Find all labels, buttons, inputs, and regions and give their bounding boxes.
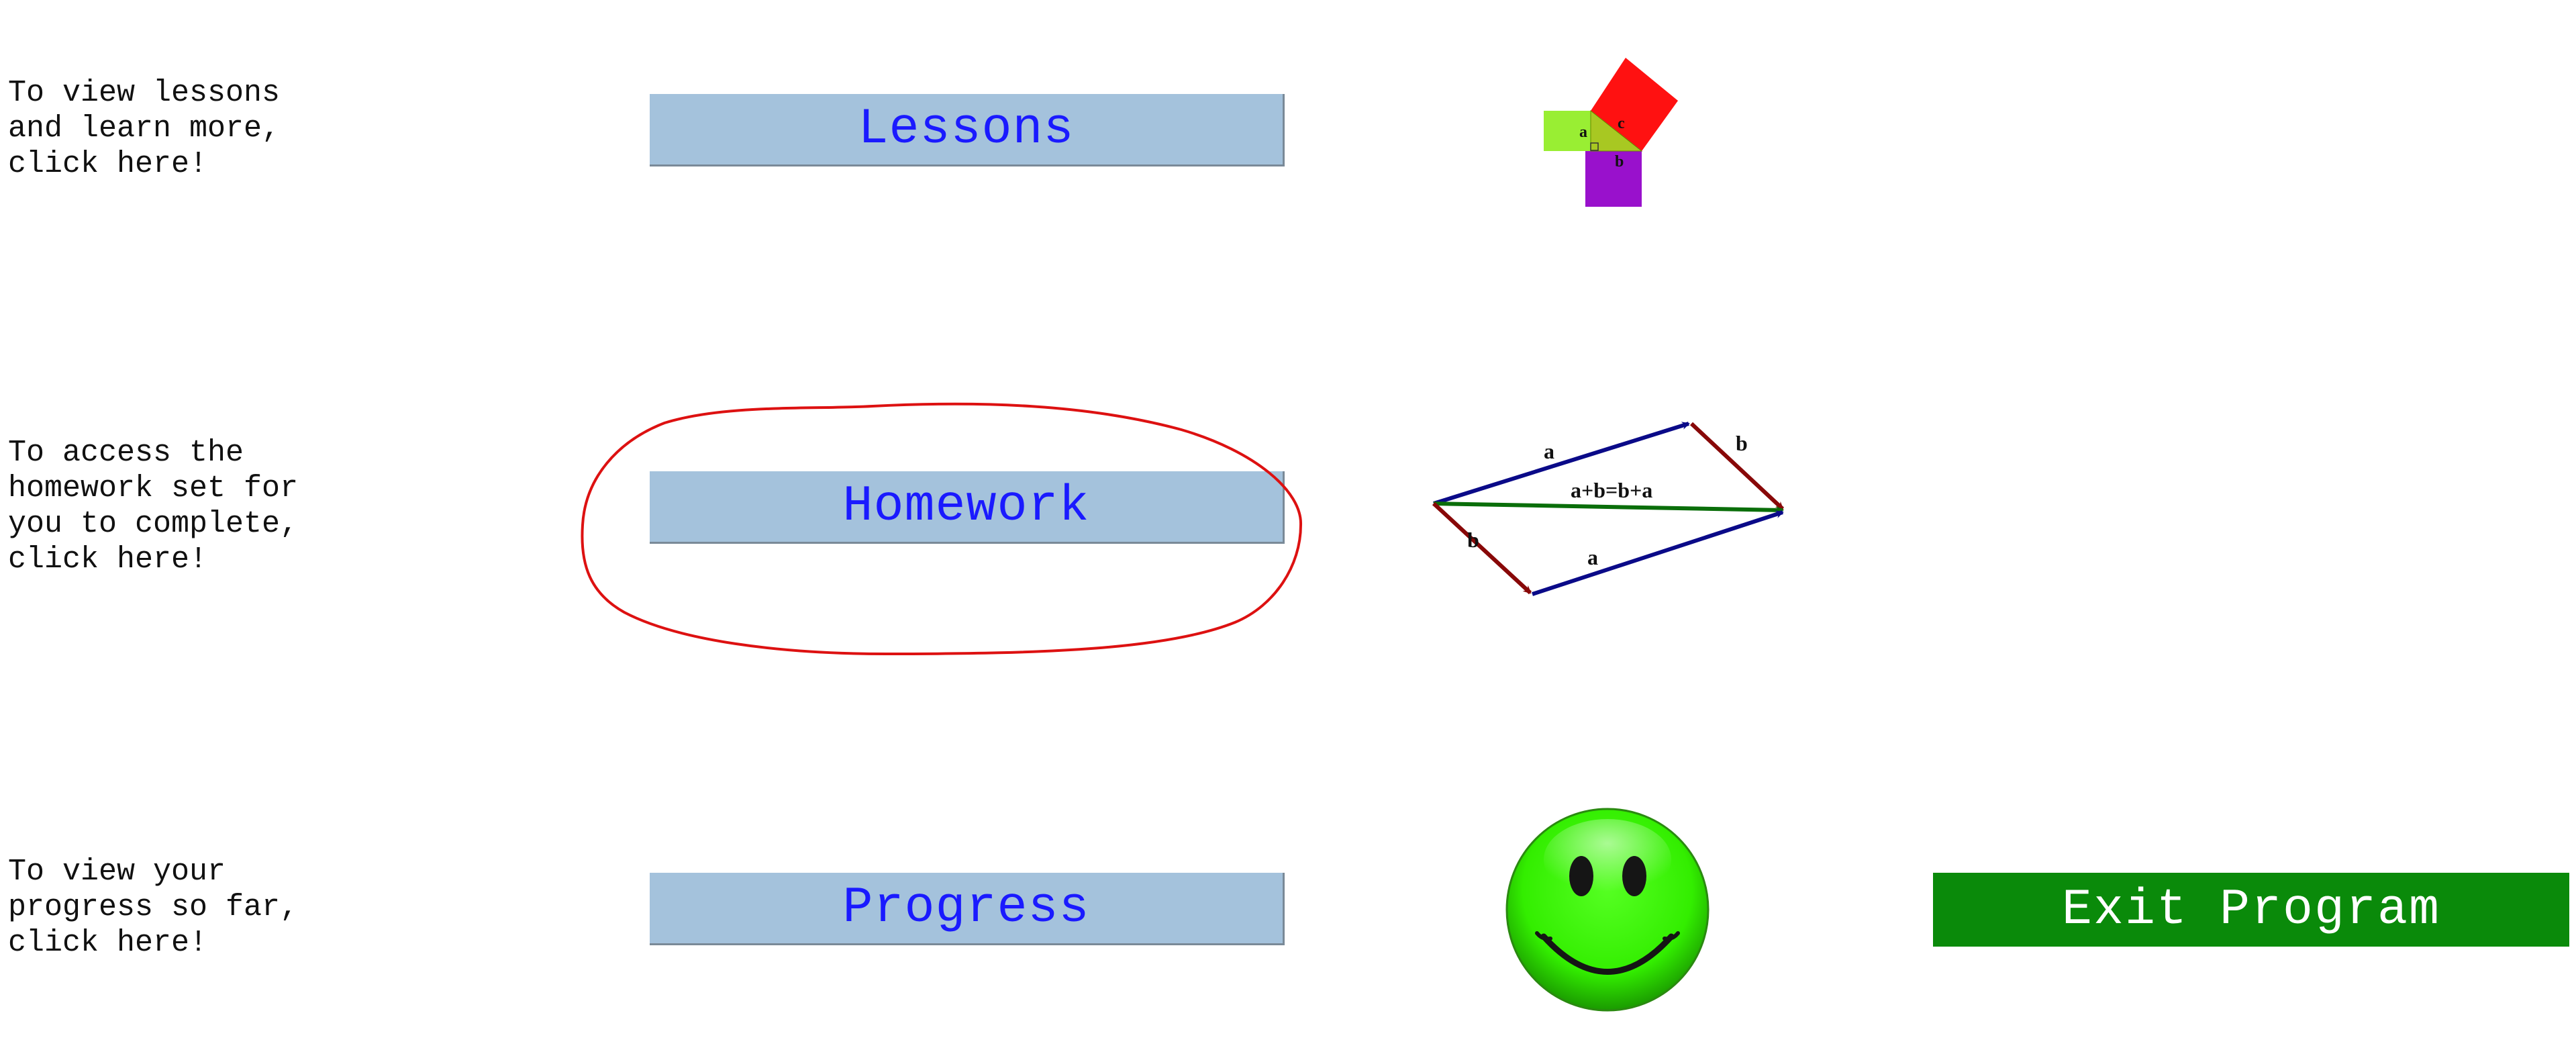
right-eye — [1622, 856, 1646, 896]
lessons-button[interactable]: Lessons — [650, 94, 1285, 166]
label-a-top: a — [1544, 439, 1554, 463]
mouth-right-dimple — [1663, 931, 1680, 941]
square-a — [1544, 111, 1591, 151]
vector-a-bottom — [1532, 510, 1784, 596]
label-c: c — [1618, 115, 1625, 132]
vector-a-top — [1433, 422, 1690, 506]
progress-description: To view your progress so far, click here… — [8, 855, 299, 960]
exit-program-button[interactable]: Exit Program — [1933, 873, 2569, 947]
right-angle-mark — [1590, 142, 1599, 151]
pythagoras-theorem-icon: a b c — [1544, 58, 1678, 207]
face-shine — [1544, 819, 1671, 900]
smiley-face-icon — [1505, 808, 1710, 1012]
progress-button[interactable]: Progress — [650, 873, 1285, 945]
lessons-description: To view lessons and learn more, click he… — [8, 76, 281, 181]
mouth — [1540, 933, 1675, 975]
homework-description: To access the homework set for you to co… — [8, 436, 299, 577]
left-eye — [1569, 856, 1593, 896]
mouth-left-dimple — [1535, 931, 1552, 941]
square-b — [1585, 151, 1642, 207]
label-sum: a+b=b+a — [1571, 478, 1652, 502]
label-b: b — [1615, 153, 1624, 171]
vector-b-bottom — [1432, 502, 1532, 595]
vector-b-top — [1689, 422, 1785, 511]
label-b-top: b — [1736, 431, 1748, 455]
label-b-bottom: b — [1467, 528, 1479, 552]
label-a-bottom: a — [1587, 545, 1598, 569]
vector-sum — [1433, 502, 1784, 514]
vector-addition-icon: a b a+b=b+a b a — [1432, 422, 1785, 596]
label-a: a — [1579, 124, 1587, 141]
right-triangle — [1590, 109, 1643, 152]
homework-button[interactable]: Homework — [650, 471, 1285, 544]
